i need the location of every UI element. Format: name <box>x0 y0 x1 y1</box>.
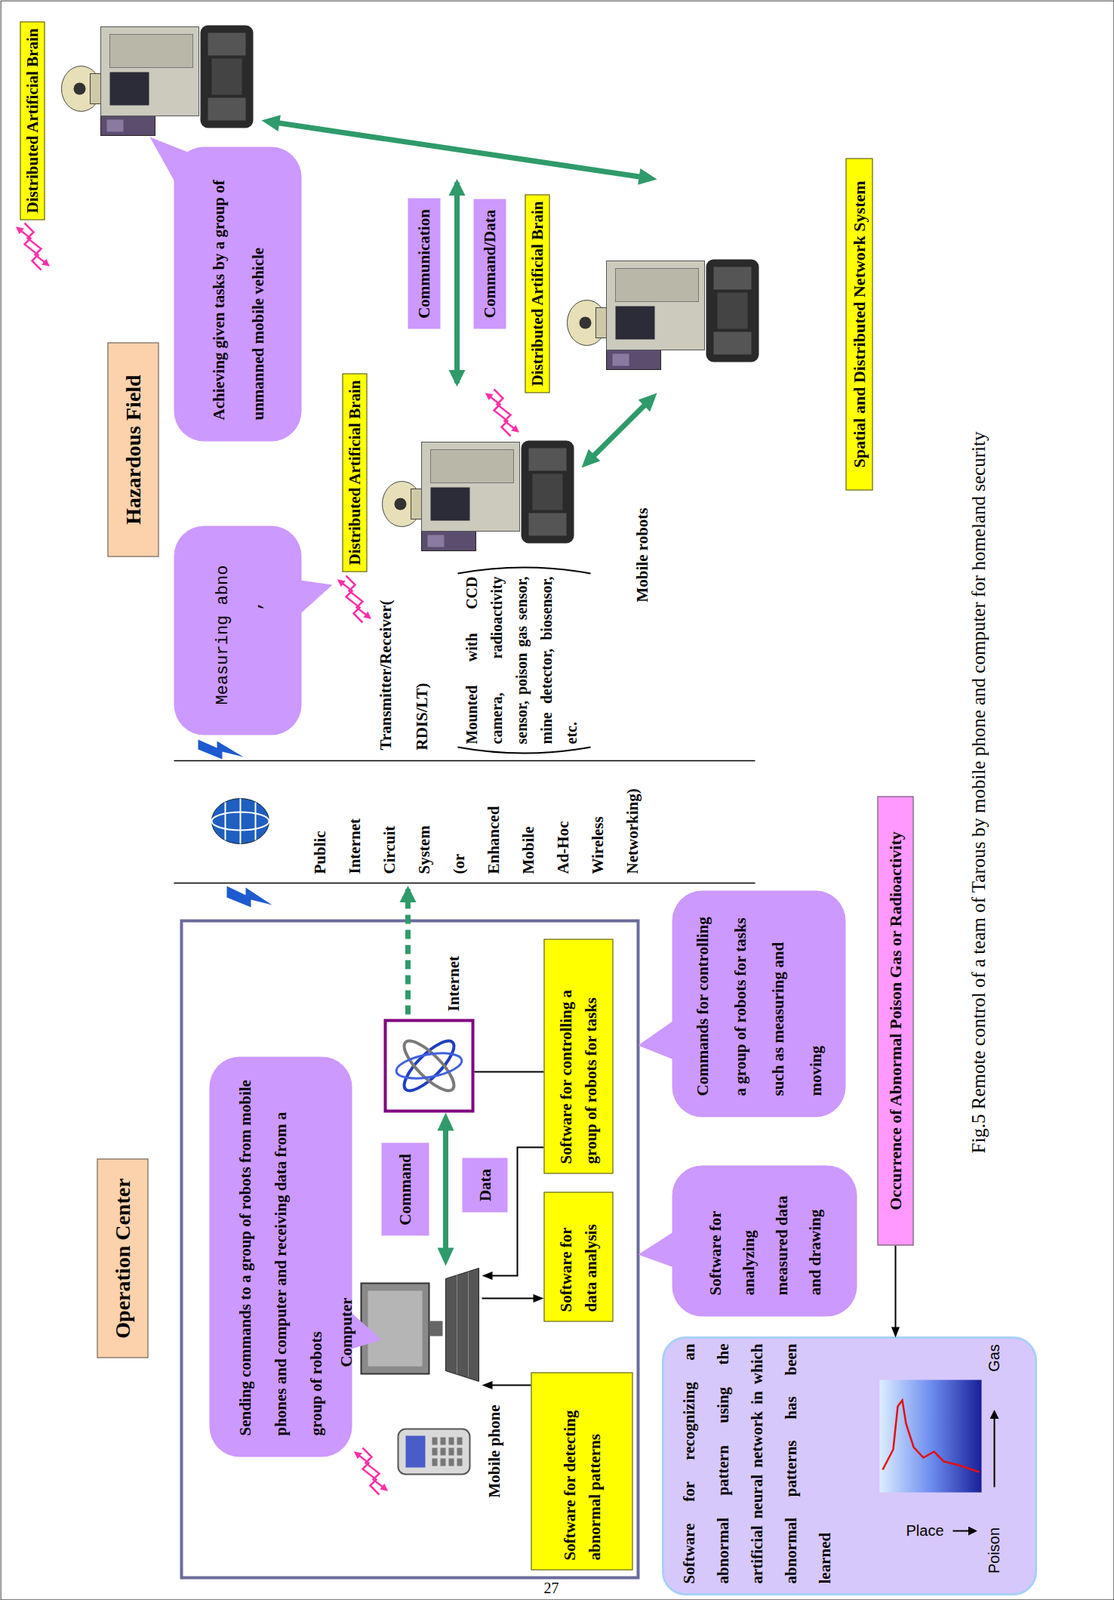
region-title: Operation Center <box>96 1157 148 1358</box>
node-text: Place <box>905 1521 944 1539</box>
node-text: Software for recognizing an abnormal pat… <box>671 1342 842 1583</box>
internet-icon <box>384 1019 473 1111</box>
connector-line <box>473 1070 544 1072</box>
callout-bubble: Achieving given tasks by a group of unma… <box>173 146 302 441</box>
group-label: Mobile robots <box>632 507 652 602</box>
node-text: Achieving given tasks by a group of unma… <box>198 167 277 420</box>
node-text: Software for controlling a group of robo… <box>553 947 603 1164</box>
robot-node: Distributed Artificial Brain <box>19 15 262 220</box>
mobile-phone-illustration <box>397 1427 470 1474</box>
callout-bubble: Software for analyzing measured data and… <box>671 1164 857 1316</box>
recognition-box: Software for recognizing an abnormal pat… <box>662 1336 1036 1594</box>
system-box: Spatial and Distributed Network System <box>845 157 873 490</box>
node-text: Operation Center <box>110 1177 135 1338</box>
globe-icon <box>211 797 269 844</box>
node-text: Computer <box>336 1264 356 1398</box>
arrow-head <box>481 1270 493 1280</box>
callout-bubble: Commands for controlling a group of robo… <box>671 889 846 1117</box>
page-number: 27 <box>543 1578 559 1597</box>
arrow-head <box>436 1246 454 1265</box>
node-text: Occurrence of Abnormal Poison Gas or Rad… <box>885 830 905 1210</box>
network-label: Public Internet Circuit System (or Enhan… <box>301 767 650 874</box>
sensor-list: Mounted with CCD camera, radioactivity s… <box>458 575 584 744</box>
node-text: Spatial and Distributed Network System <box>849 180 869 468</box>
callout-bubble: Measuring abno, <box>173 525 302 735</box>
node-text: Command/Data <box>480 209 499 318</box>
node-text: Data <box>475 1167 495 1201</box>
communication-arrow <box>454 181 460 383</box>
sensor-bracket <box>457 566 591 753</box>
green-connector <box>436 1111 454 1265</box>
node-text: , <box>246 600 265 610</box>
connector-line <box>276 122 642 177</box>
arrow-head <box>481 1380 493 1389</box>
node-text: Software for analyzing measured data and… <box>698 1185 831 1295</box>
software-box: Software for detecting abnormal patterns <box>530 1371 633 1570</box>
dashed-arrow <box>405 888 411 1014</box>
node-text: Distributed Artificial Brain <box>524 193 550 393</box>
connector-line <box>481 1296 535 1299</box>
node-text: Distributed Artificial Brain <box>341 372 367 572</box>
arrow-head <box>891 1326 900 1337</box>
axis-arrow <box>993 1410 995 1487</box>
network-separators <box>173 760 755 883</box>
node-text: Gas <box>985 1343 1004 1372</box>
connector-line <box>490 1383 531 1385</box>
node-text: Command <box>395 1153 415 1225</box>
region-title: Hazardous Field <box>107 341 159 557</box>
arrow-head <box>637 168 657 185</box>
node-text: Internet <box>443 955 463 1011</box>
robot-node: Distributed Artificial Brain <box>524 178 767 393</box>
command-box: Data <box>461 1157 508 1212</box>
black-connector <box>481 1380 531 1389</box>
internet-node: Internet <box>383 942 474 1112</box>
phone-node: Mobile phone <box>397 1395 504 1505</box>
figure-caption: Fig.5 Remote control of a team of Tarous… <box>967 430 989 1153</box>
software-box: Software for controlling a group of robo… <box>543 938 613 1173</box>
green-connector <box>261 114 657 185</box>
node-text: Measuring abno <box>212 564 232 705</box>
command-box: Command/Data <box>473 198 506 329</box>
node-text: Communication <box>414 209 434 319</box>
node-text: Software for data analysis <box>553 1200 603 1311</box>
abnormal-pattern-chart <box>879 1378 982 1492</box>
green-connector <box>581 392 657 468</box>
node-text: Distributed Artificial Brain <box>19 21 45 220</box>
axis-arrow <box>952 1529 976 1531</box>
arrow-head <box>532 1293 544 1302</box>
recognition-panel <box>662 1336 1036 1594</box>
connector-line <box>443 1126 449 1250</box>
black-connector <box>473 1070 544 1072</box>
command-box: Command <box>381 1142 429 1236</box>
operation-frame <box>181 920 638 1577</box>
event-box: Occurrence of Abnormal Poison Gas or Rad… <box>877 795 914 1245</box>
node-text: Commands for controlling a group of robo… <box>683 910 834 1096</box>
node-text: Sending commands to a group of robots fr… <box>227 1077 334 1435</box>
device-label: Transmitter/Receiver( <box>375 599 395 750</box>
callout-bubble: Sending commands to a group of robots fr… <box>209 1055 352 1456</box>
node-text: Poison <box>985 1526 1004 1573</box>
connector-line <box>591 403 646 456</box>
connector-line <box>894 1244 896 1328</box>
arrow-head <box>261 114 281 132</box>
robot-illustration <box>61 24 759 551</box>
node-text: Mobile phone <box>484 1395 504 1505</box>
arrow-head <box>637 392 657 412</box>
lightning-symbol <box>197 738 272 907</box>
arrow-head <box>581 448 601 468</box>
device-label: RDIS/LT) <box>412 682 431 750</box>
command-box: Communication <box>407 198 441 330</box>
software-box: Software for data analysis <box>543 1190 613 1321</box>
node-text: Hazardous Field <box>120 374 145 524</box>
computer-illustration <box>360 1267 479 1381</box>
computer-node: Computer <box>336 1264 482 1398</box>
arrow-head <box>436 1111 454 1130</box>
black-connector <box>891 1244 900 1337</box>
black-connector <box>481 1293 544 1302</box>
node-text: Software for detecting abnormal patterns <box>557 1381 607 1560</box>
